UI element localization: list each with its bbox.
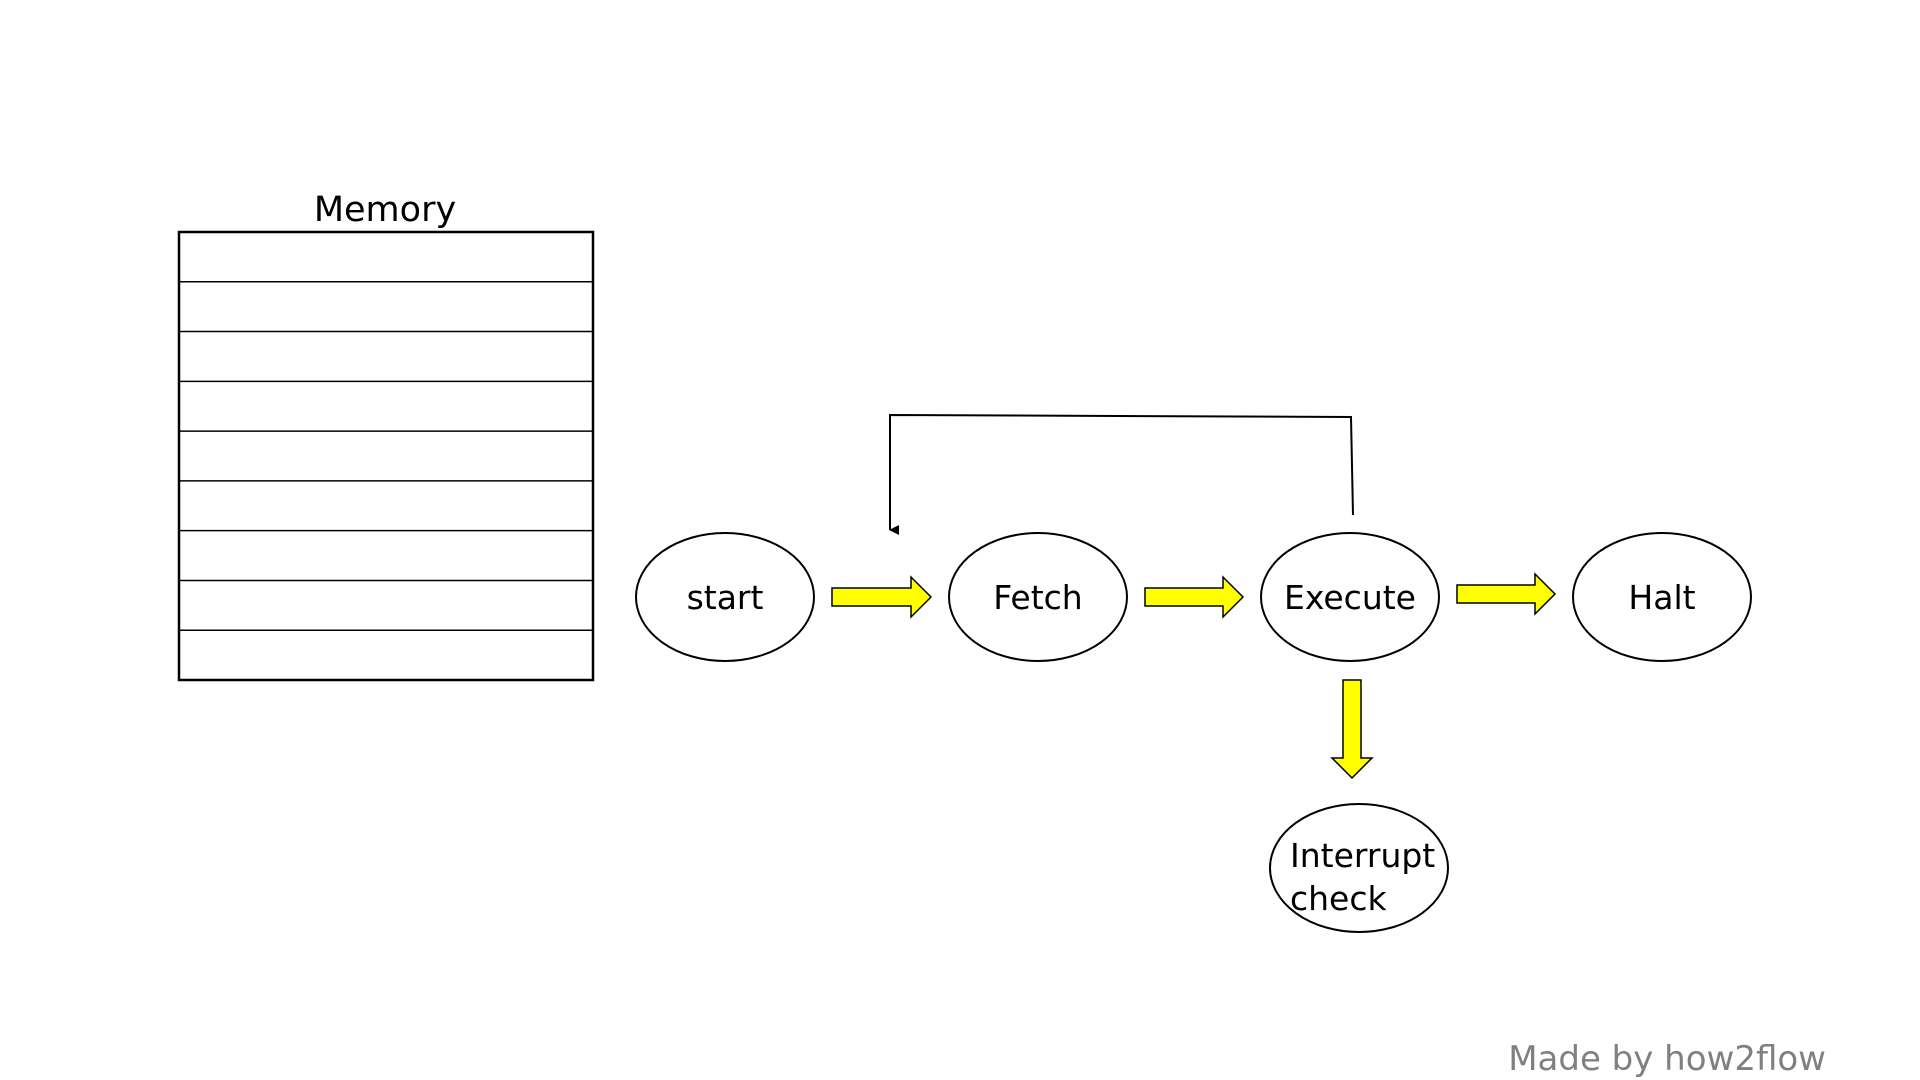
start-label: start [687, 578, 764, 617]
loop-back-arrow [889, 413, 1354, 535]
arrow-fetch-to-execute [1144, 575, 1245, 619]
credit-text: Made by how2flow [1508, 1039, 1826, 1079]
arrow-execute-to-interrupt [1330, 679, 1374, 780]
arrow-execute-to-halt [1456, 572, 1557, 616]
interrupt-label-line1: Interrupt [1290, 836, 1435, 875]
interrupt-ellipse [1269, 803, 1449, 933]
node-fetch: Fetch [948, 532, 1128, 662]
execute-ellipse [1260, 532, 1440, 662]
memory-slot-dividers [179, 281, 593, 631]
node-interrupt-check: Interrupt check [1269, 803, 1449, 933]
fetch-ellipse [948, 532, 1128, 662]
arrow-start-to-fetch [831, 575, 933, 619]
start-ellipse [635, 532, 815, 662]
halt-label: Halt [1628, 578, 1695, 617]
execute-label: Execute [1284, 578, 1416, 617]
interrupt-label-line2: check [1290, 879, 1388, 918]
memory-title: Memory [314, 190, 456, 230]
fetch-label: Fetch [993, 578, 1082, 617]
memory-frame [177, 230, 595, 682]
memory-block: Memory [177, 190, 595, 682]
node-start: start [635, 532, 815, 662]
halt-ellipse [1572, 532, 1752, 662]
node-halt: Halt [1572, 532, 1752, 662]
node-execute: Execute [1260, 532, 1440, 662]
